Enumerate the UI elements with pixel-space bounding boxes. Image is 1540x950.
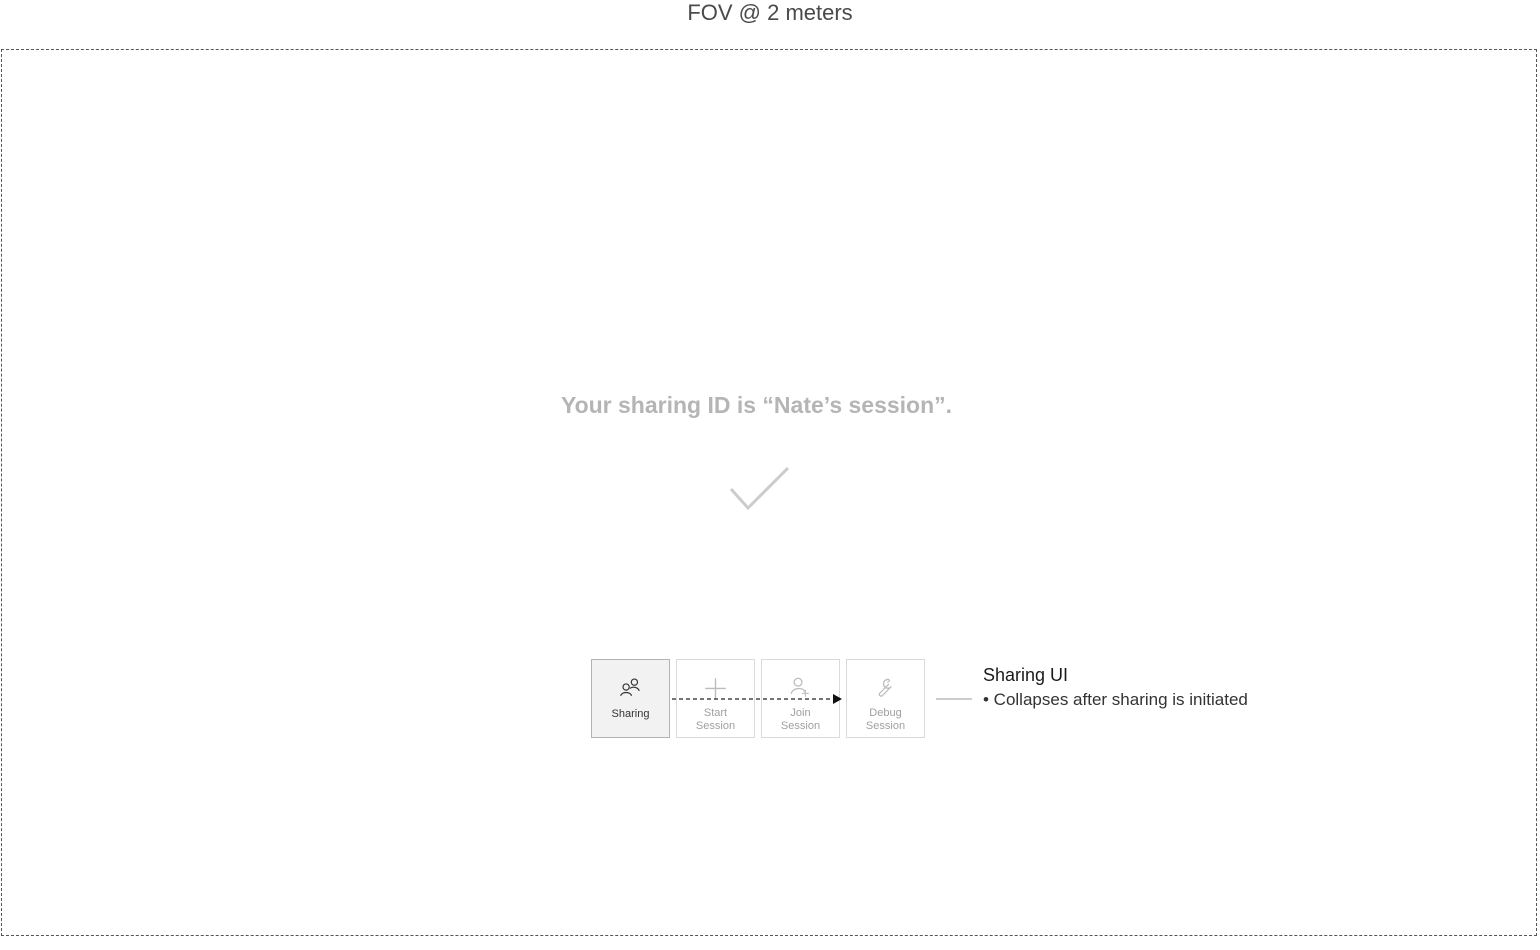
start-session-label-line2: Session xyxy=(695,720,736,732)
debug-session-label-line2: Session xyxy=(865,720,906,732)
debug-session-label-line1: Debug xyxy=(869,707,902,719)
join-session-label-line1: Join xyxy=(790,707,811,719)
debug-session-tile[interactable]: Debug Session xyxy=(846,659,925,738)
callout-bullet: • Collapses after sharing is initiated xyxy=(983,690,1248,709)
fov-frame xyxy=(1,49,1537,936)
people-icon xyxy=(620,678,640,697)
start-session-label: Start Session xyxy=(677,707,754,733)
checkmark-icon xyxy=(729,466,790,511)
wrench-icon xyxy=(878,678,892,697)
fov-title: FOV @ 2 meters xyxy=(687,0,853,25)
debug-session-label: Debug Session xyxy=(847,707,924,733)
plus-icon xyxy=(705,678,726,699)
start-session-tile[interactable]: Start Session xyxy=(676,659,755,738)
sharing-tile-label: Sharing xyxy=(611,708,650,720)
start-session-label-line1: Start xyxy=(703,707,728,719)
sharing-tile[interactable]: Sharing xyxy=(591,659,670,738)
add-person-icon xyxy=(790,677,809,697)
join-session-label-line2: Session xyxy=(780,720,821,732)
join-session-tile[interactable]: Join Session xyxy=(761,659,840,738)
sharing-id-message: Your sharing ID is “Nate’s session”. xyxy=(560,392,953,418)
join-session-label: Join Session xyxy=(762,707,839,733)
callout-title: Sharing UI xyxy=(983,665,1069,685)
